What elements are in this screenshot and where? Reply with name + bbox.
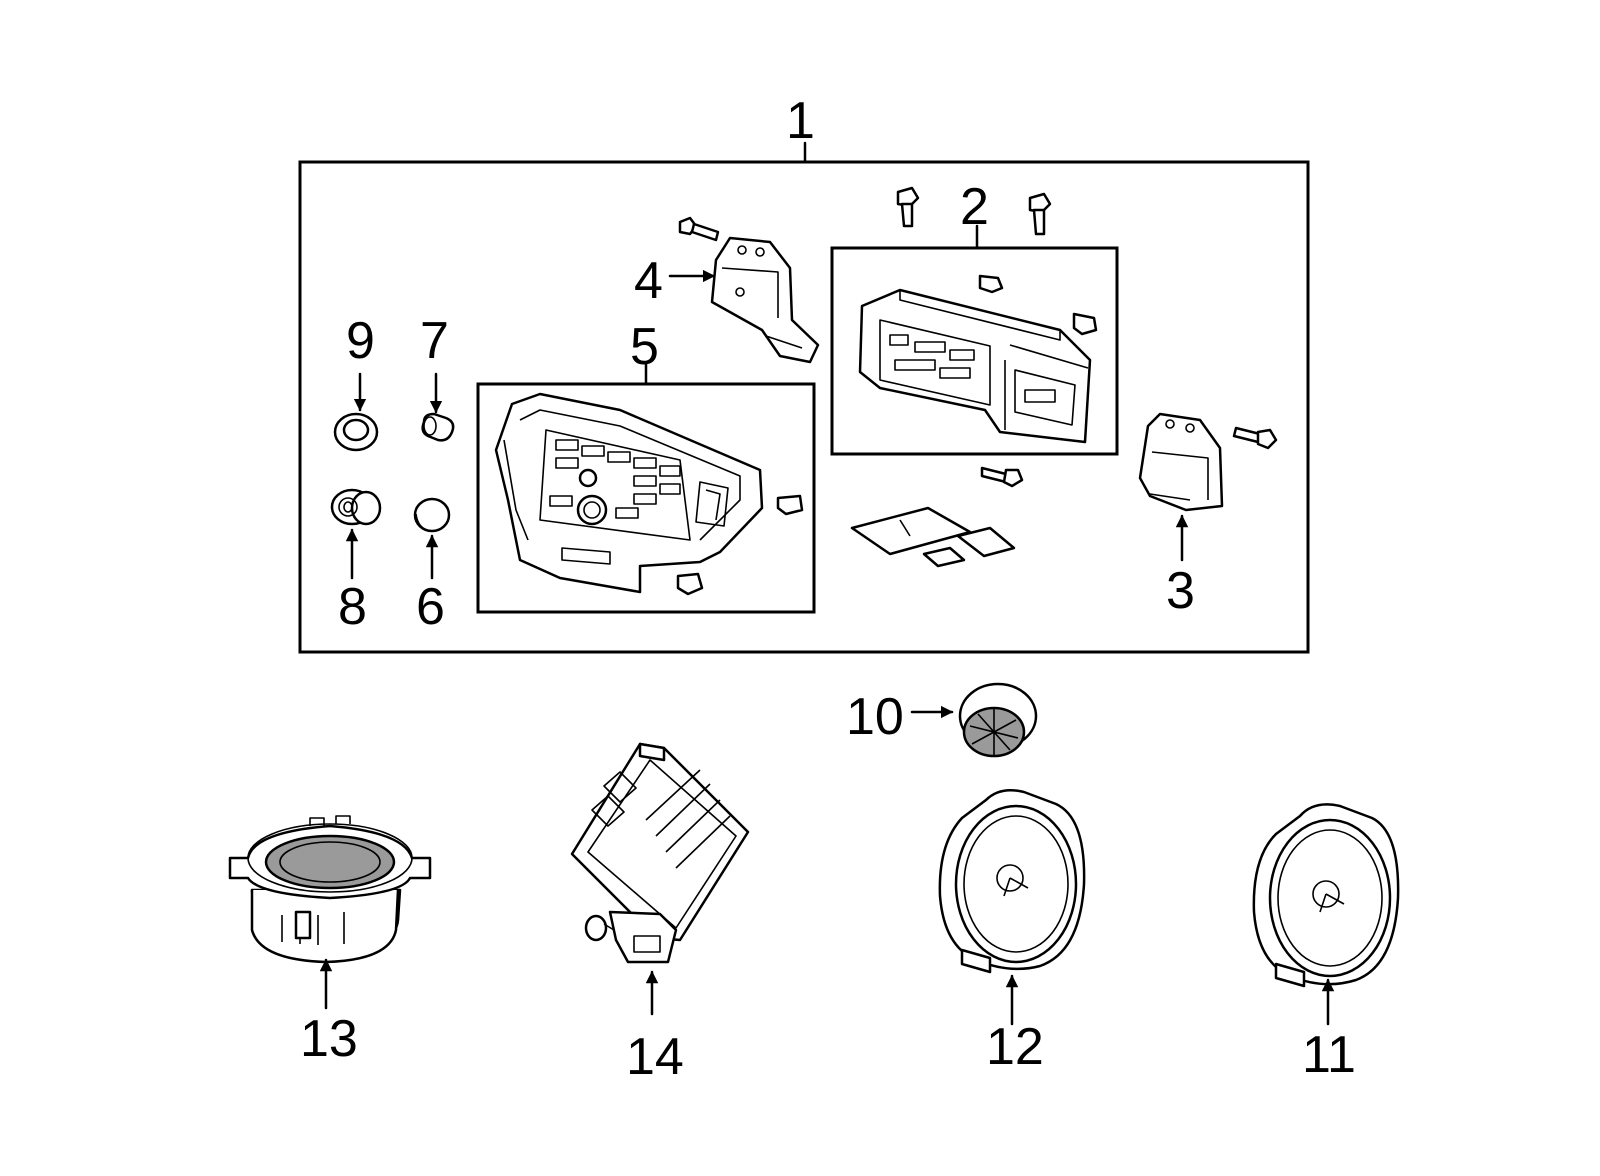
door-speaker-left [938, 789, 1086, 974]
label-sheet [850, 506, 1016, 568]
radio-assembly-frame [298, 141, 1310, 654]
callout-11: 11 [1302, 1026, 1356, 1084]
bracket-right [1138, 412, 1224, 512]
callout-2: 2 [960, 178, 989, 236]
control-panel-inset [476, 362, 816, 614]
callout-3: 3 [1166, 562, 1195, 620]
bolt-icon [980, 466, 1024, 488]
bracket-left [710, 236, 820, 364]
callout-12: 12 [986, 1018, 1044, 1076]
bolt-icon [896, 186, 920, 228]
tweeter [958, 682, 1038, 758]
radio-receiver-inset [830, 224, 1119, 456]
bolt-icon [678, 216, 720, 242]
callout-4: 4 [634, 252, 663, 310]
knob-6 [413, 497, 451, 533]
speaker-round [228, 815, 432, 964]
bolt-icon [1232, 426, 1278, 450]
callout-1: 1 [786, 92, 815, 150]
callout-7: 7 [420, 312, 449, 370]
amplifier [570, 742, 750, 964]
bolt-icon [1028, 192, 1052, 236]
callout-5: 5 [630, 318, 659, 376]
callout-10: 10 [846, 688, 904, 746]
callout-8: 8 [338, 578, 367, 636]
callout-14: 14 [626, 1028, 684, 1086]
callout-9: 9 [346, 312, 375, 370]
knob-9 [333, 412, 379, 452]
callout-6: 6 [416, 578, 445, 636]
door-speaker-right [1252, 803, 1400, 988]
knob-7 [421, 412, 455, 442]
knob-8 [330, 488, 382, 526]
callout-13: 13 [300, 1010, 358, 1068]
